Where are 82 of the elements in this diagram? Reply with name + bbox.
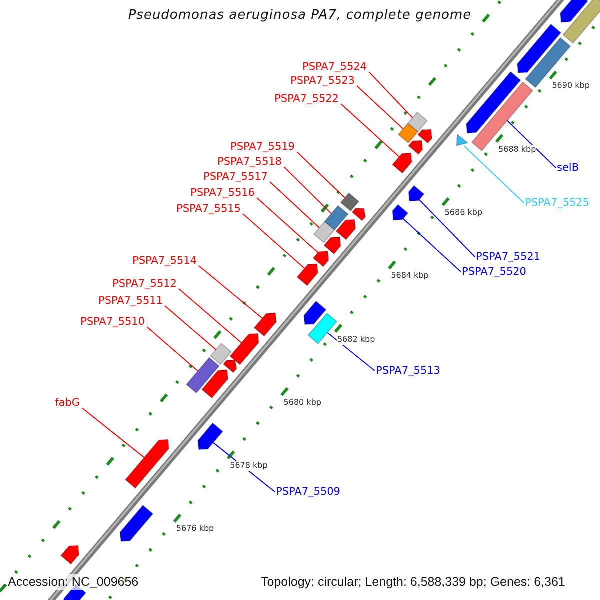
leader-line xyxy=(256,198,319,254)
gene-feature xyxy=(60,545,80,565)
leader-line xyxy=(284,166,332,214)
gene-feature xyxy=(392,152,412,174)
feature-bar xyxy=(525,37,572,88)
scale-label: 5678 kbp xyxy=(230,461,268,472)
scale-label: 5680 kbp xyxy=(284,398,322,408)
gene-feature xyxy=(124,439,170,489)
gene-feature xyxy=(417,129,433,144)
gene-feature xyxy=(304,300,327,326)
gene-label: PSPA7_5517 xyxy=(204,170,268,184)
gene-feature xyxy=(516,24,562,74)
scale-label: 5682 kbp xyxy=(337,334,376,344)
leader-line xyxy=(164,306,217,350)
gene-label: PSPA7_5524 xyxy=(302,60,367,74)
gene-label: PSPA7_5520 xyxy=(462,265,526,279)
feature-bar xyxy=(340,192,360,212)
scale-label: 5676 kbp xyxy=(176,524,214,534)
leader-line xyxy=(464,146,524,204)
feature-bar xyxy=(398,122,419,144)
gene-label: PSPA7_5512 xyxy=(112,277,177,291)
gene-label: PSPA7_5519 xyxy=(230,140,295,154)
accession-text: Accession: NC_009656 xyxy=(8,574,139,590)
gene-label: selB xyxy=(557,161,580,175)
gene-feature xyxy=(336,219,356,240)
leader-line xyxy=(296,152,346,198)
gene-feature xyxy=(222,360,238,374)
feature-bar xyxy=(186,357,220,394)
gene-feature xyxy=(296,264,319,286)
gene-label: PSPA7_5514 xyxy=(132,254,197,268)
leader-line xyxy=(418,199,476,258)
leader-line xyxy=(178,288,242,344)
feature-bar xyxy=(313,221,336,244)
leader-line xyxy=(506,120,556,168)
feature-bar xyxy=(471,82,534,152)
gene-feature xyxy=(392,204,409,221)
leader-line xyxy=(327,332,376,372)
feature-bar xyxy=(324,205,349,231)
genome-summary-text: Topology: circular; Length: 6,588,339 bp; Genes: 6,361 xyxy=(261,574,566,590)
gene-feature xyxy=(120,504,154,542)
leader-line xyxy=(402,218,462,272)
gene-label: PSPA7_5513 xyxy=(376,364,440,378)
gene-feature xyxy=(352,208,366,222)
scale-label: 5684 kbp xyxy=(391,271,429,282)
gene-feature xyxy=(560,0,588,23)
feature-bar xyxy=(407,112,428,133)
gene-feature xyxy=(201,370,229,399)
gene-label: PSPA7_5511 xyxy=(98,294,163,308)
gene-feature xyxy=(408,140,424,156)
gene-feature xyxy=(230,333,260,366)
leader-line xyxy=(368,72,414,118)
leader-line xyxy=(146,326,198,372)
feature-bar xyxy=(210,342,232,366)
gene-feature xyxy=(324,236,342,255)
scale-label: 5688 kbp xyxy=(498,144,536,155)
gene-label: PSPA7_5518 xyxy=(218,155,282,169)
scale-label: 5690 kbp xyxy=(552,81,590,92)
scale-label: 5686 kbp xyxy=(444,208,483,218)
leader-line xyxy=(198,266,263,319)
leader-line xyxy=(82,408,145,458)
gene-label: PSPA7_5525 xyxy=(525,196,590,210)
gene-label: PSPA7_5515 xyxy=(176,202,241,216)
gene-label: PSPA7_5521 xyxy=(476,250,540,264)
gene-feature xyxy=(312,250,330,268)
gene-feature xyxy=(408,185,425,202)
leader-line xyxy=(270,182,320,228)
gene-label: PSPA7_5523 xyxy=(290,74,355,88)
gene-feature xyxy=(198,422,224,450)
leader-line xyxy=(356,86,404,130)
feature-bar xyxy=(308,312,338,345)
gene-feature xyxy=(254,312,277,337)
gene-label: PSPA7_5509 xyxy=(276,485,340,499)
gene-label: PSPA7_5510 xyxy=(80,315,145,329)
feature-bar xyxy=(562,0,600,44)
gene-label: PSPA7_5516 xyxy=(190,186,255,200)
genome-title: Pseudomonas aeruginosa PA7, complete genome xyxy=(127,8,473,23)
gene-label: fabG xyxy=(55,396,80,410)
gene-feature xyxy=(456,134,469,146)
leader-line xyxy=(242,214,306,270)
gene-feature xyxy=(466,71,522,134)
gene-label: PSPA7_5522 xyxy=(274,92,339,106)
leader-line xyxy=(340,104,400,158)
